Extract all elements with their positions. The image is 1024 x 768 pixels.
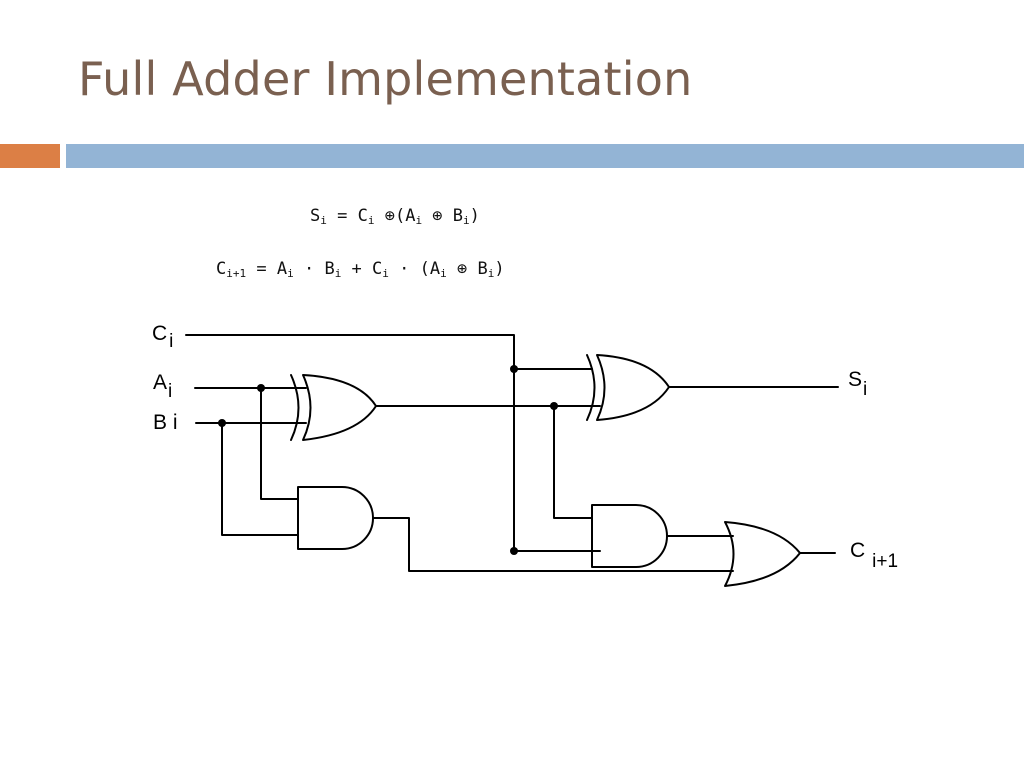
xor-gate-2	[586, 354, 670, 421]
junction-dot	[510, 547, 518, 555]
and-gate-1	[297, 486, 374, 550]
sum-equation: Si = Ci ⊕(Ai ⊕ Bi)	[310, 206, 480, 227]
junction-dot	[257, 384, 265, 392]
bi-label: B i	[153, 411, 178, 434]
accent-bar-blue	[66, 144, 1024, 168]
or-gate	[724, 521, 801, 587]
si-label: Si	[848, 368, 867, 400]
xor-gate-1	[290, 374, 377, 441]
junction-dot	[218, 419, 226, 427]
junction-dot	[510, 365, 518, 373]
ai-label: Ai	[153, 371, 172, 402]
junction-dot	[550, 402, 558, 410]
and-gate-2	[591, 504, 668, 568]
slide-title: Full Adder Implementation	[78, 52, 693, 106]
accent-bar-orange	[0, 144, 60, 168]
carry-equation: Ci+1 = Ai · Bi + Ci · (Ai ⊕ Bi)	[216, 259, 505, 280]
